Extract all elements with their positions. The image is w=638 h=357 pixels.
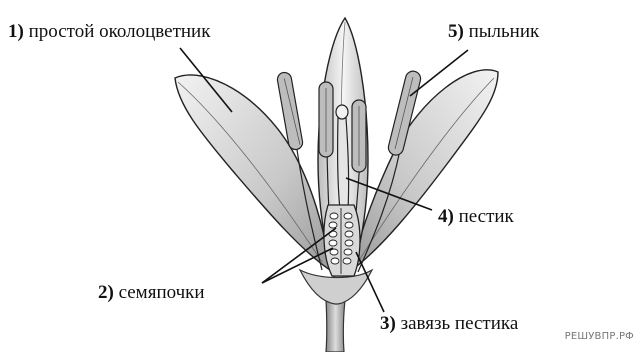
label-perianth: 1) простой околоцветник bbox=[8, 22, 210, 41]
label-pistil: 4) пестик bbox=[438, 207, 514, 226]
label-ovules-number: 2) bbox=[98, 282, 114, 303]
petal-left bbox=[175, 75, 330, 270]
ovary bbox=[324, 205, 360, 276]
pistil-stigma bbox=[336, 105, 348, 119]
label-perianth-number: 1) bbox=[8, 21, 24, 42]
flower-stem bbox=[326, 300, 345, 352]
label-ovules-text: семяпочки bbox=[119, 282, 205, 303]
label-pistil-text: пестик bbox=[459, 206, 514, 227]
pistil-style bbox=[338, 118, 349, 210]
petal-right bbox=[352, 70, 498, 270]
watermark: РЕШУВПР.РФ bbox=[565, 331, 634, 342]
label-anther: 5) пыльник bbox=[448, 22, 539, 41]
label-pistil-number: 4) bbox=[438, 206, 454, 227]
label-ovules: 2) семяпочки bbox=[98, 283, 205, 302]
label-ovary: 3) завязь пестика bbox=[380, 314, 518, 333]
label-ovary-number: 3) bbox=[380, 313, 396, 334]
label-anther-text: пыльник bbox=[469, 21, 540, 42]
label-ovary-text: завязь пестика bbox=[401, 313, 519, 334]
label-perianth-text: простой околоцветник bbox=[29, 21, 211, 42]
label-anther-number: 5) bbox=[448, 21, 464, 42]
